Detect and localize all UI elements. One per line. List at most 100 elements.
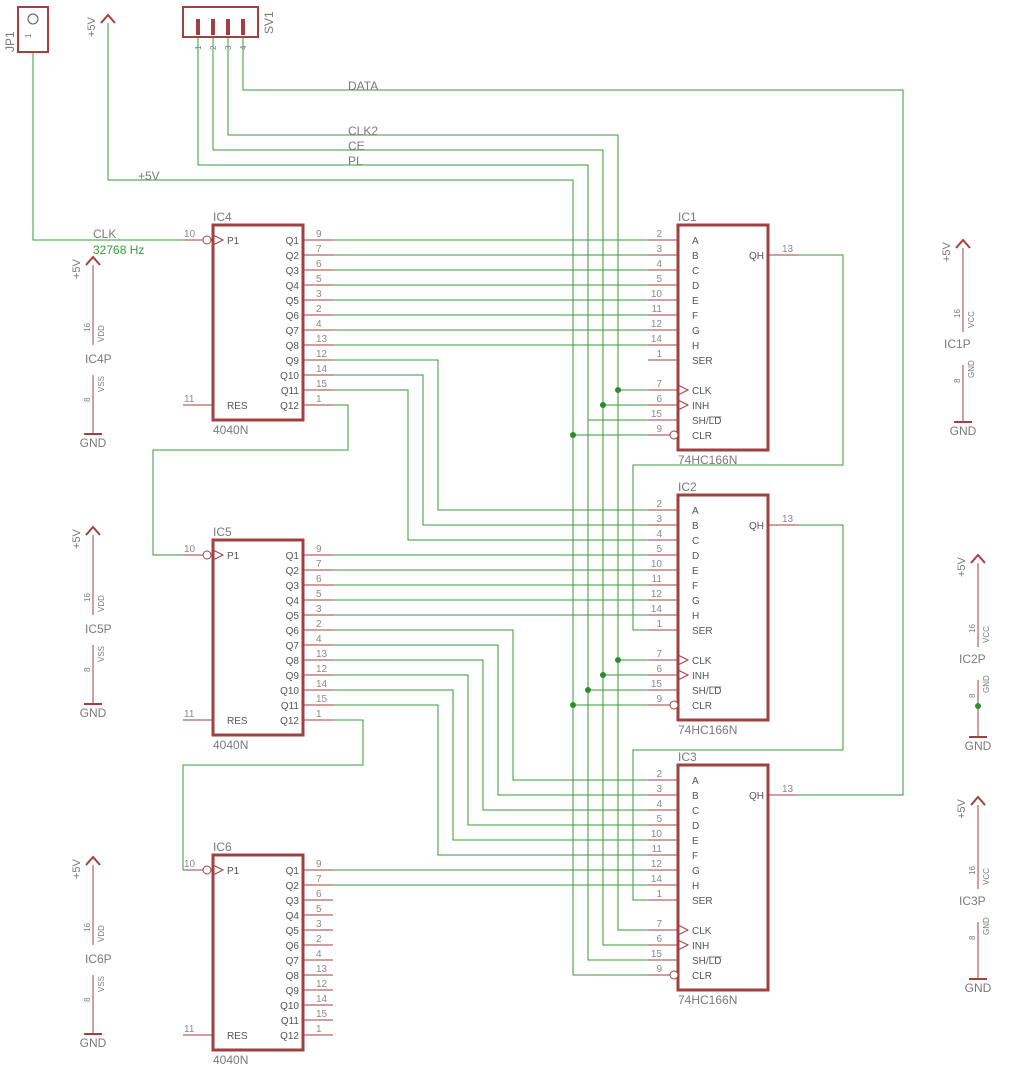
pin-number: 14: [651, 334, 663, 345]
pin-number: 3: [316, 919, 322, 930]
pin-label-clk: CLK: [692, 926, 712, 937]
pin-label-e: E: [692, 836, 699, 847]
clock-triangle: [677, 384, 690, 396]
pin-number: 15: [651, 409, 663, 420]
gnd-label: GND: [950, 424, 977, 438]
pin-number: 11: [184, 1024, 195, 1035]
wire-qh-chain-2: [632, 524, 844, 901]
pin-number: 13: [316, 964, 328, 975]
pin-number: 2: [656, 769, 662, 780]
clock-triangle: [677, 669, 690, 681]
pin-number: 12: [316, 664, 328, 675]
pin-number: 4: [656, 799, 662, 810]
pin-label-qh: QH: [749, 521, 764, 532]
wire-bus: [333, 389, 648, 541]
pin-number: 3: [656, 784, 662, 795]
power-pin-label: VSS: [97, 976, 106, 992]
pin-label-h: H: [692, 611, 699, 622]
wire-qh-chain-1: [632, 254, 844, 631]
pin-label-q10: Q10: [280, 371, 299, 382]
pin-number: 15: [651, 949, 663, 960]
wire-bus: [333, 359, 648, 511]
pin-label-q8: Q8: [286, 971, 300, 982]
gnd-label: GND: [965, 739, 992, 753]
net-label-clk2: CLK2: [348, 124, 378, 138]
pin-number: 1: [316, 1024, 322, 1035]
power-part-name: IC1P: [944, 337, 971, 351]
pin-label-q2: Q2: [286, 566, 300, 577]
supply-arrow: [85, 525, 101, 536]
power-pin-label: VCC: [982, 868, 991, 885]
supply-arrow: [85, 255, 101, 266]
pin-number: 4: [316, 319, 322, 330]
pin-label-sh-ld: SH/LD: [692, 686, 721, 697]
wire-bus: [333, 629, 648, 781]
pin-number: 6: [656, 934, 662, 945]
clock-triangle: [212, 234, 225, 246]
pin-number: 1: [656, 349, 662, 360]
pin-number: 12: [651, 589, 663, 600]
net-label-pl: PL: [348, 154, 363, 168]
sv1-pin: [211, 19, 215, 35]
pin-label-q2: Q2: [286, 881, 300, 892]
pin-number: 1: [656, 619, 662, 630]
power-pin-number: 16: [83, 923, 92, 932]
pin-number: 6: [316, 574, 322, 585]
pin-label-e: E: [692, 566, 699, 577]
power-pin-number: 8: [83, 397, 92, 402]
pin-label-h: H: [692, 881, 699, 892]
pin-label-d: D: [692, 551, 699, 562]
labels-layer: IC44040NP110RES11Q19Q27Q36Q45Q53Q62Q74Q8…: [3, 11, 992, 1067]
pin-number: 7: [316, 244, 322, 255]
counter-body-ic6: [211, 853, 305, 1052]
pin-number: 6: [316, 259, 322, 270]
pin-number: 5: [316, 589, 322, 600]
inverter-bubble: [202, 235, 212, 245]
net-label-data: DATA: [348, 79, 378, 93]
power-part-name: IC6P: [85, 952, 112, 966]
sv1-pin: [241, 19, 245, 35]
wire-bus: [333, 674, 648, 826]
clock-triangle: [212, 864, 225, 876]
pin-number: 15: [316, 694, 328, 705]
pin-label-p1: P1: [227, 236, 240, 247]
power-pin-label: GND: [982, 917, 991, 935]
pin-label-q1: Q1: [286, 551, 300, 562]
junctions-layer: [570, 387, 981, 709]
pin-label-e: E: [692, 296, 699, 307]
sv1-pin: [196, 19, 200, 35]
pin-label-g: G: [692, 326, 700, 337]
inverter-bubble: [669, 970, 679, 980]
pin-number: 13: [316, 334, 328, 345]
pin-label-q6: Q6: [286, 311, 300, 322]
pin-number: 5: [656, 814, 662, 825]
net-label-clk: CLK: [93, 227, 116, 241]
power-pin-label: VCC: [967, 311, 976, 328]
pin-label-q9: Q9: [286, 356, 300, 367]
pin-number: 2: [316, 619, 322, 630]
net-label-frequency: 32768 Hz: [93, 243, 144, 257]
parts-layer: [17, 6, 987, 1052]
pin-number: 10: [184, 229, 196, 240]
clock-triangle: [677, 399, 690, 411]
pin-number: 2: [656, 499, 662, 510]
pin-label-clk: CLK: [692, 386, 712, 397]
pin-label-h: H: [692, 341, 699, 352]
supply-label: +5V: [71, 858, 83, 879]
counter-name: IC5: [213, 525, 232, 539]
pin-label-q5: Q5: [286, 611, 300, 622]
wire-cascade-1: [152, 404, 349, 556]
pin-number: 13: [782, 244, 794, 255]
pin-number: 13: [782, 514, 794, 525]
pin-label-g: G: [692, 866, 700, 877]
pin-number: 2: [316, 934, 322, 945]
pin-label-q3: Q3: [286, 266, 300, 277]
pin-label-a: A: [692, 776, 699, 787]
pin-label-q4: Q4: [286, 596, 300, 607]
pin-label-sh-ld: SH/LD: [692, 956, 721, 967]
jp1-pad: [27, 13, 39, 25]
pin-label-q5: Q5: [286, 926, 300, 937]
shiftreg-value: 74HC166N: [678, 993, 737, 1007]
junction-dot: [600, 402, 606, 408]
